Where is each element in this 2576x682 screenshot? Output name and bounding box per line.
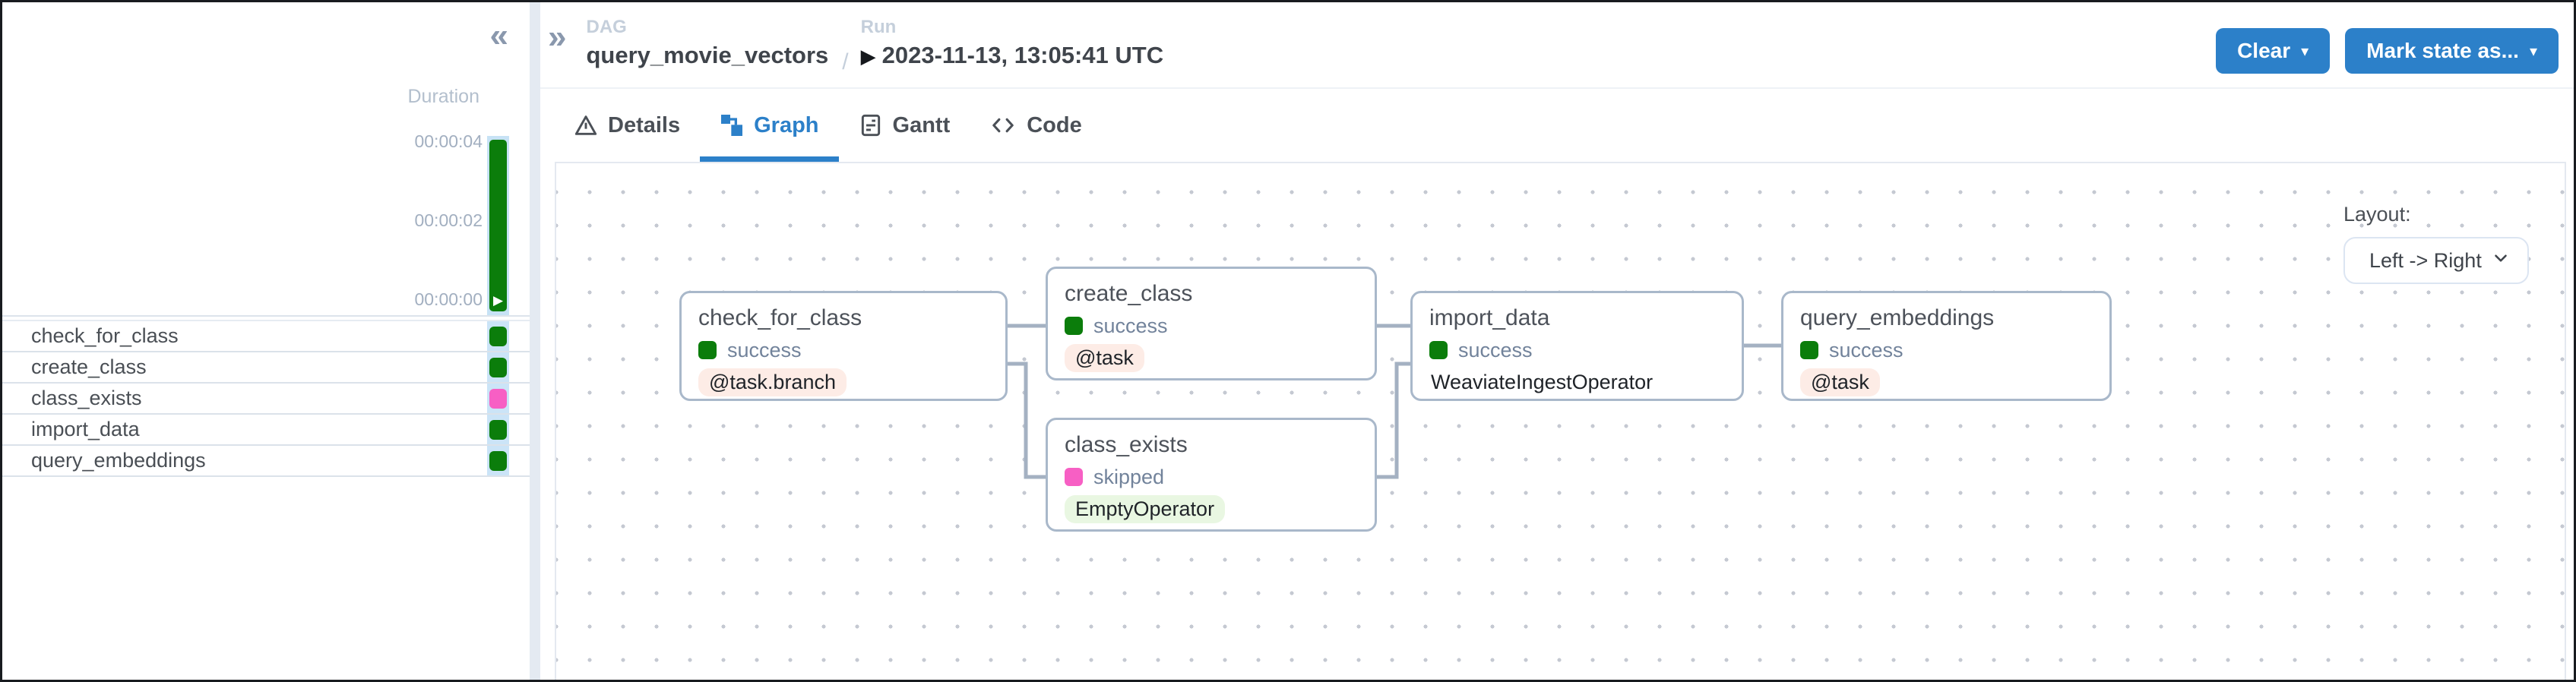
graph-icon xyxy=(720,113,744,137)
dag-node-query_embeddings[interactable]: query_embeddings success @task xyxy=(1781,291,2112,401)
dag-node-import_data[interactable]: import_data success WeaviateIngestOperat… xyxy=(1410,291,1744,401)
duration-tick: 00:00:04 xyxy=(414,131,483,151)
tab-code[interactable]: Code xyxy=(970,89,1102,162)
caret-down-icon: ▾ xyxy=(2301,43,2309,60)
node-status-square xyxy=(698,341,717,359)
dag-label: DAG xyxy=(586,17,627,37)
task-row[interactable]: class_exists xyxy=(2,384,530,415)
layout-selected-value: Left -> Right xyxy=(2369,248,2482,272)
node-title: class_exists xyxy=(1065,432,1188,457)
dag-name[interactable]: query_movie_vectors xyxy=(586,42,829,69)
node-title: query_embeddings xyxy=(1800,305,1995,330)
caret-down-icon: ▾ xyxy=(2529,43,2537,60)
task-status-cell[interactable] xyxy=(487,384,509,413)
node-title: check_for_class xyxy=(698,305,862,330)
task-status-cell[interactable] xyxy=(487,446,509,475)
tab-label: Gantt xyxy=(892,112,951,137)
duration-axis-baseline xyxy=(2,315,530,317)
node-operator-badge: EmptyOperator xyxy=(1065,494,1226,523)
code-brackets-icon xyxy=(989,113,1017,137)
task-status-cell[interactable] xyxy=(487,415,509,444)
edge-check_for_class-class_exists xyxy=(1008,362,1046,479)
chevron-down-icon xyxy=(2491,248,2511,273)
task-status-cell[interactable] xyxy=(487,321,509,351)
node-status-square xyxy=(1800,341,1818,359)
node-status-square xyxy=(1065,317,1083,335)
dag-run-main-panel: » DAG query_movie_vectors / Run ▶2023-11… xyxy=(540,2,2574,680)
task-name: class_exists xyxy=(31,387,142,409)
run-type-icon: ▶ xyxy=(860,45,876,68)
tab-details[interactable]: Details xyxy=(554,89,700,162)
node-operator-badge: WeaviateIngestOperator xyxy=(1431,370,1654,393)
task-grid-sidebar: « Duration 00:00:04 00:00:02 00:00:00 ▶ … xyxy=(2,2,530,680)
dag-node-class_exists[interactable]: class_exists skipped EmptyOperator xyxy=(1046,418,1377,532)
node-operator-badge: @task xyxy=(1800,368,1880,396)
task-status-square[interactable] xyxy=(489,388,507,409)
task-name: create_class xyxy=(31,355,147,378)
task-name: query_embeddings xyxy=(31,449,206,472)
tab-gantt[interactable]: Gantt xyxy=(839,89,970,162)
task-status-square[interactable] xyxy=(489,450,507,471)
node-status-text: success xyxy=(1093,314,1168,337)
run-play-icon: ▶ xyxy=(492,293,504,308)
duration-tick: 00:00:02 xyxy=(414,210,483,230)
node-title: create_class xyxy=(1065,281,1193,306)
mark-state-as-button[interactable]: Mark state as...▾ xyxy=(2345,28,2559,74)
layout-control: Layout: Left -> Right xyxy=(2343,203,2529,284)
node-title: import_data xyxy=(1429,305,1550,330)
duration-bar-track: ▶ xyxy=(487,136,509,317)
expand-sidebar-icon[interactable]: » xyxy=(548,18,567,55)
warning-triangle-icon xyxy=(574,113,598,137)
breadcrumb-run: Run ▶2023-11-13, 13:05:41 UTC xyxy=(861,17,1164,69)
task-row[interactable]: create_class xyxy=(2,352,530,384)
tab-label: Code xyxy=(1027,112,1082,137)
duration-tick: 00:00:00 xyxy=(414,289,483,309)
node-operator-badge: @task xyxy=(1065,343,1144,372)
dag-run-duration-bar[interactable]: ▶ xyxy=(489,140,507,311)
dag-node-create_class[interactable]: create_class success @task xyxy=(1046,267,1377,380)
task-status-square[interactable] xyxy=(489,357,507,377)
task-status-square[interactable] xyxy=(489,419,507,440)
layout-select[interactable]: Left -> Right xyxy=(2343,237,2529,284)
task-list: check_for_class create_class class_exist… xyxy=(2,320,530,477)
dag-node-check_for_class[interactable]: check_for_class success @task.branch xyxy=(679,291,1008,401)
task-name: import_data xyxy=(31,418,140,440)
task-name: check_for_class xyxy=(31,324,179,347)
node-status-text: success xyxy=(1458,338,1533,362)
panel-resize-handle[interactable] xyxy=(530,2,540,680)
layout-label: Layout: xyxy=(2343,203,2411,226)
task-status-square[interactable] xyxy=(489,326,507,346)
tab-graph[interactable]: Graph xyxy=(700,89,839,162)
tab-label: Details xyxy=(608,112,681,137)
run-label: Run xyxy=(860,17,897,37)
run-header: » DAG query_movie_vectors / Run ▶2023-11… xyxy=(540,2,2574,89)
node-status-square xyxy=(1065,468,1083,486)
collapse-sidebar-icon[interactable]: « xyxy=(489,17,508,54)
run-timestamp[interactable]: ▶2023-11-13, 13:05:41 UTC xyxy=(860,42,1164,69)
task-status-cell[interactable] xyxy=(487,352,509,382)
duration-axis-label: Duration xyxy=(407,86,480,107)
gantt-document-icon xyxy=(859,113,883,137)
task-row[interactable]: query_embeddings xyxy=(2,446,530,477)
dag-graph-canvas[interactable]: check_for_class success @task.branch cre… xyxy=(555,162,2566,680)
breadcrumb-dag: DAG query_movie_vectors xyxy=(586,17,828,69)
node-operator-badge: @task.branch xyxy=(698,368,847,396)
task-row[interactable]: check_for_class xyxy=(2,321,530,352)
node-status-text: success xyxy=(1829,338,1904,362)
edge-class_exists-import_data xyxy=(1377,362,1410,479)
breadcrumb-separator: / xyxy=(842,49,849,74)
clear-button[interactable]: Clear▾ xyxy=(2216,28,2331,74)
dag-edges xyxy=(1008,324,1781,479)
node-status-text: success xyxy=(727,338,802,362)
task-row[interactable]: import_data xyxy=(2,415,530,446)
node-status-square xyxy=(1429,341,1448,359)
node-status-text: skipped xyxy=(1093,465,1165,488)
tab-label: Graph xyxy=(754,112,819,137)
run-tabs: Details Graph Gantt Code xyxy=(540,89,2574,162)
